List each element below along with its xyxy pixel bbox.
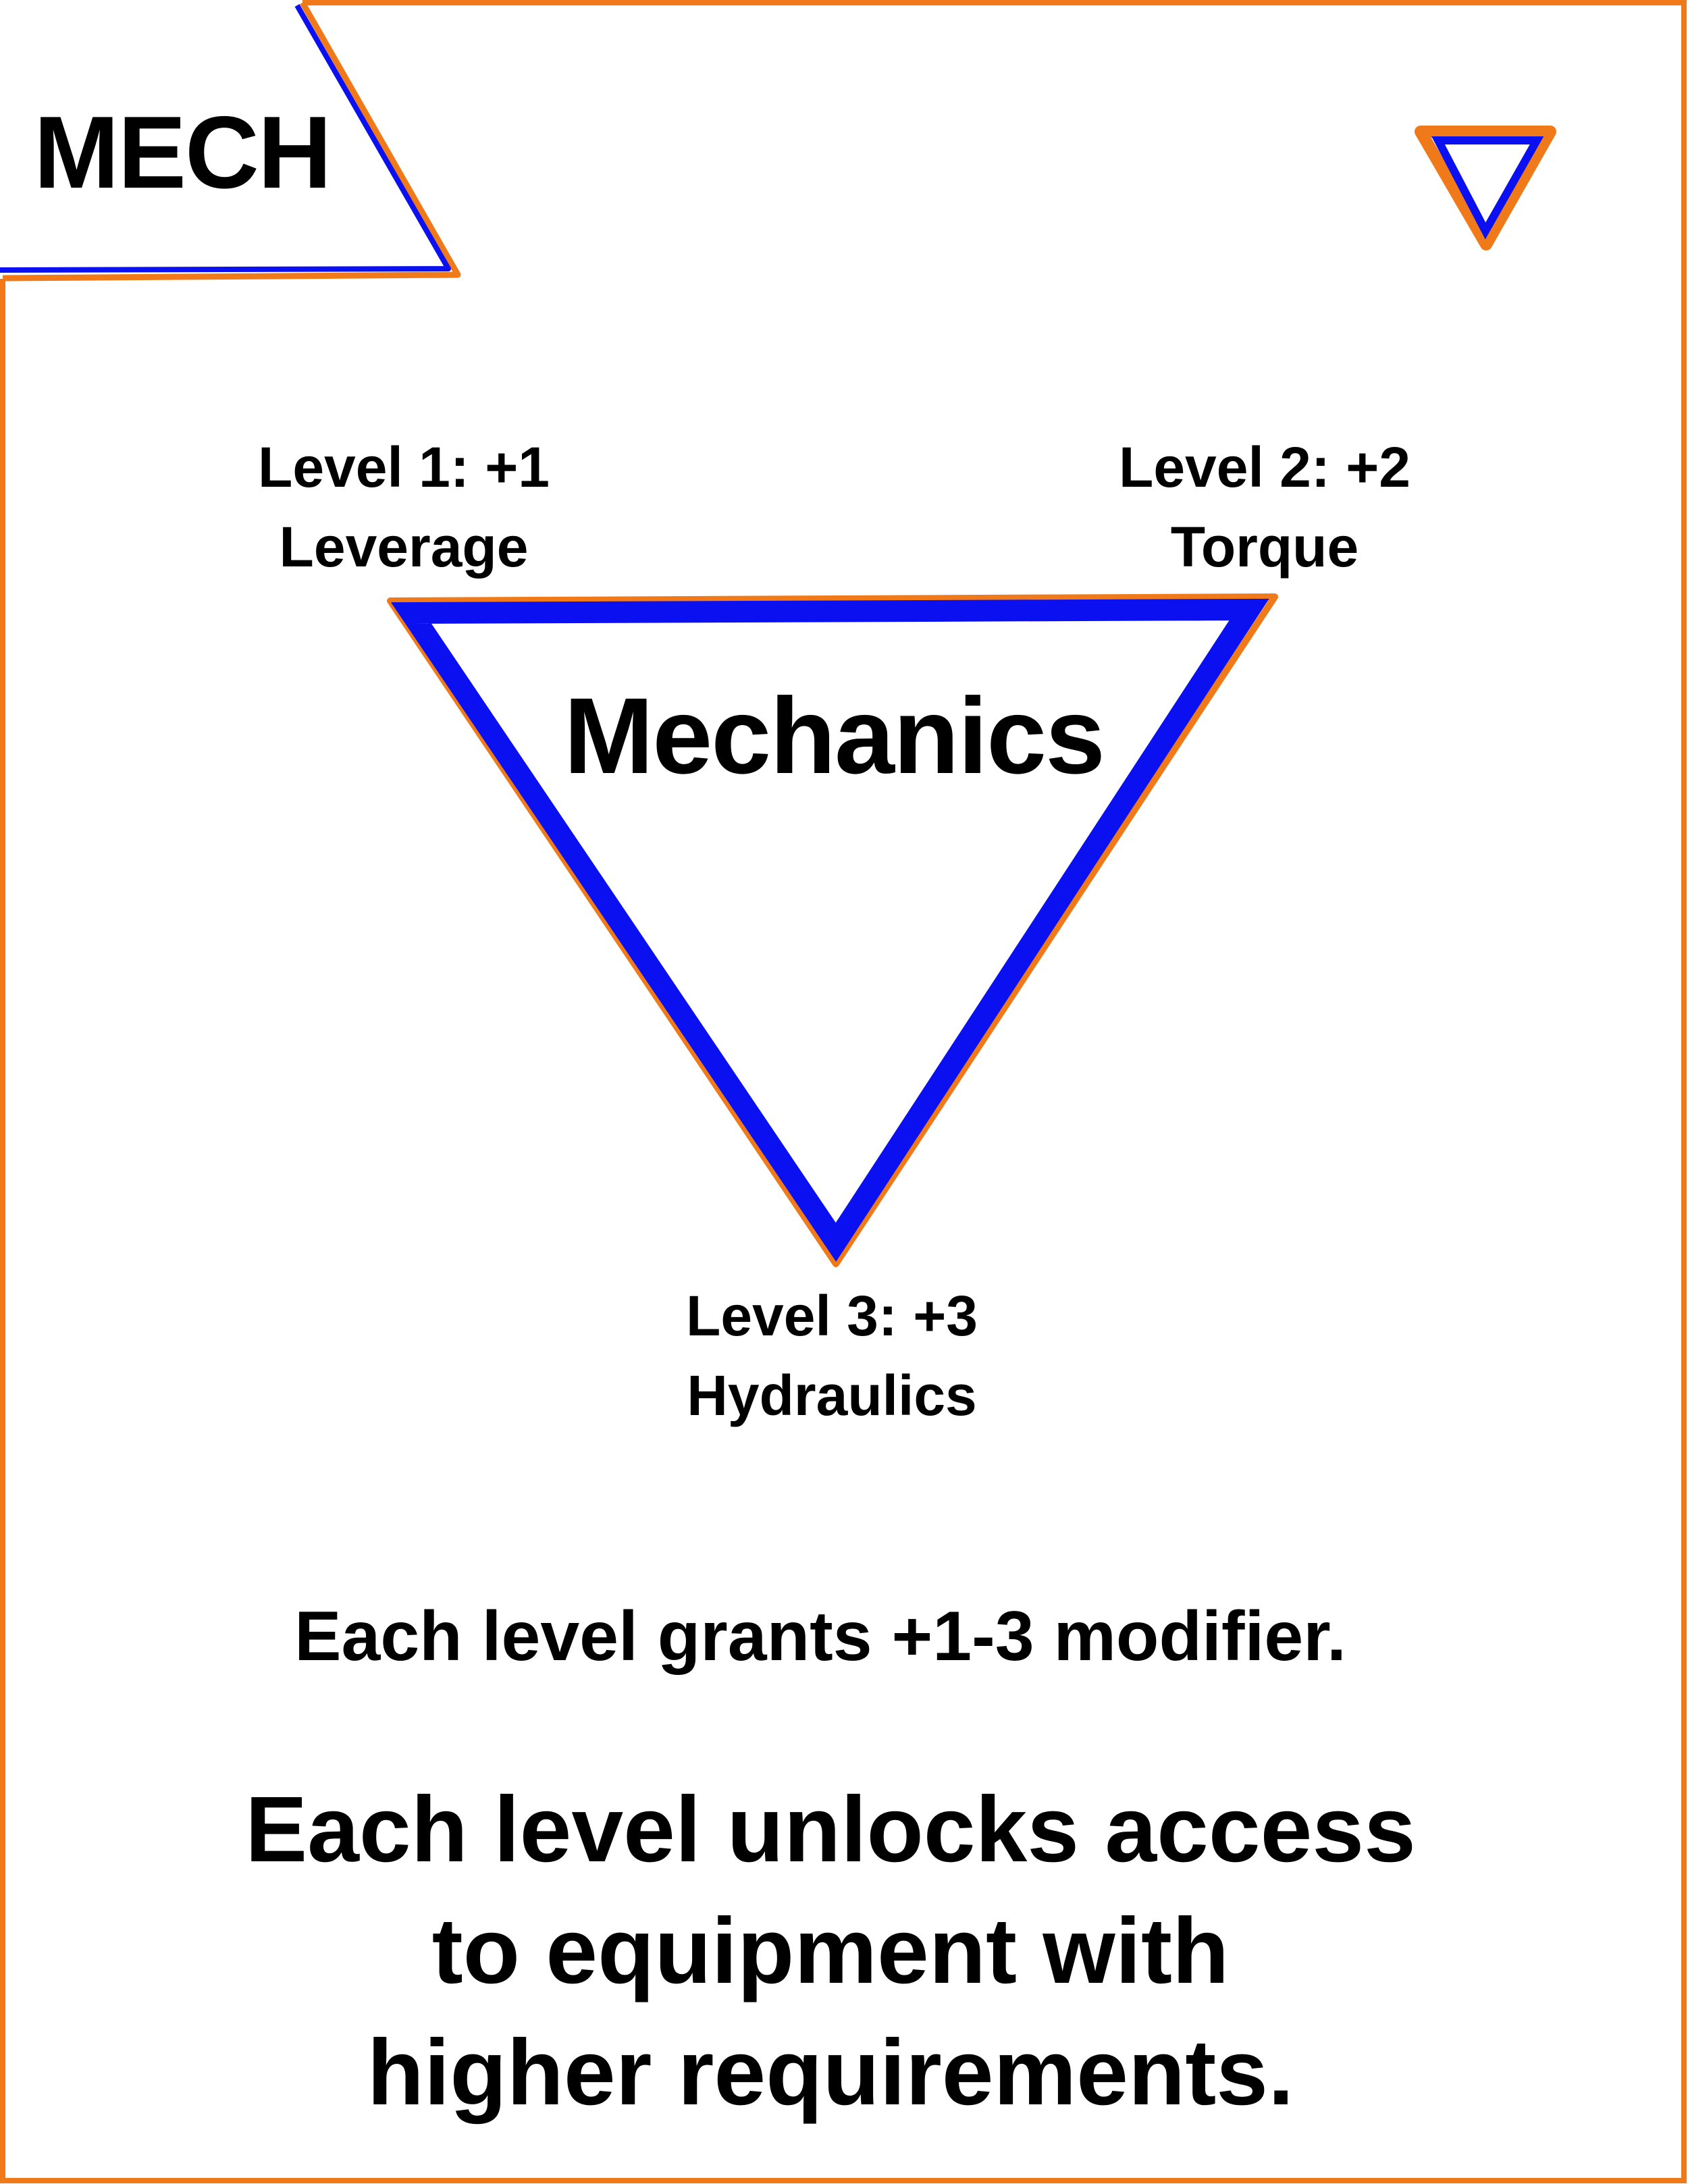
modifier-note: Each level grants +1-3 modifier.: [294, 1597, 1346, 1676]
skill-triangle-icon: [387, 593, 1278, 1267]
header-tab-inner: [0, 4, 451, 273]
level-3-name: Hydraulics: [687, 1364, 977, 1427]
unlock-note-line: Each level unlocks access: [245, 1778, 1416, 1882]
card-code: MECH: [34, 95, 332, 210]
level-3-label: Level 3: +3 Hydraulics: [629, 1276, 1034, 1435]
level-1-name: Leverage: [279, 515, 529, 579]
skill-title: Mechanics: [563, 675, 1105, 796]
corner-triangle-icon: [1415, 126, 1556, 250]
unlock-note: Each level unlocks access to equipment w…: [101, 1769, 1560, 2133]
unlock-note-line: higher requirements.: [367, 2021, 1294, 2125]
level-2-name: Torque: [1170, 515, 1359, 579]
level-1-label: Level 1: +1 Leverage: [201, 427, 606, 587]
level-2-label: Level 2: +2 Torque: [1062, 427, 1467, 587]
level-2-heading: Level 2: +2: [1119, 435, 1410, 499]
level-1-heading: Level 1: +1: [258, 435, 550, 499]
level-3-heading: Level 3: +3: [686, 1284, 978, 1348]
unlock-note-line: to equipment with: [431, 1899, 1230, 2003]
header-tab: [2, 1, 461, 282]
